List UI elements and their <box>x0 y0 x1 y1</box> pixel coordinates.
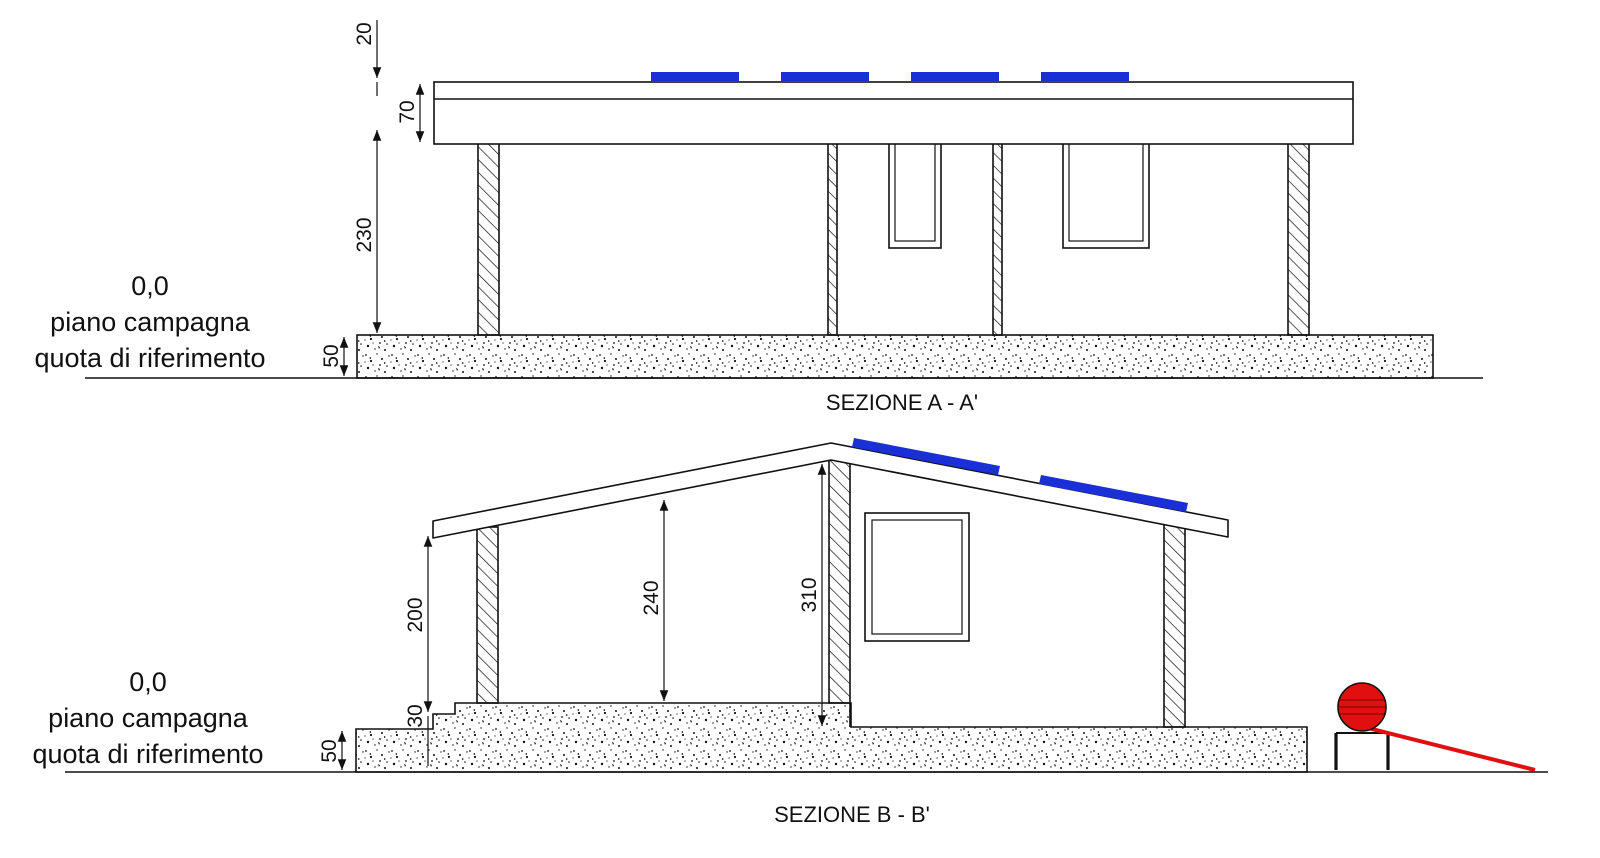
dimension-a-base: 50 <box>320 344 343 367</box>
foundation-slab-a <box>356 334 1434 379</box>
solar-panel-a-3 <box>911 72 999 81</box>
dimension-a-height: 230 <box>353 217 376 252</box>
reference-label-a-1: piano campagna <box>50 307 251 337</box>
section-b-title: SEZIONE B - B' <box>774 802 930 827</box>
wall-a-right <box>1287 134 1310 336</box>
section-a: 20 70 230 50 0,0 piano campagna quota di… <box>34 20 1483 415</box>
solar-panel-a-2 <box>781 72 869 81</box>
dimension-b-eave: 200 <box>404 597 427 632</box>
solar-panel-a-4 <box>1041 72 1129 81</box>
solar-panel-b-1 <box>852 438 1000 475</box>
wall-b-left <box>476 526 499 704</box>
reference-label-b-2: quota di riferimento <box>32 739 263 769</box>
roof-slab-a <box>433 81 1354 145</box>
wall-b-center <box>828 459 851 704</box>
dimension-b-inner: 240 <box>640 580 663 615</box>
wall-a-inner-1 <box>827 134 838 336</box>
wall-a-left <box>477 134 500 336</box>
reference-level-a: 0,0 <box>131 271 169 301</box>
foundation-slab-b <box>355 702 1308 773</box>
wall-b-right <box>1163 521 1186 728</box>
dimension-b-ridge: 310 <box>798 577 821 612</box>
solar-collector-panel <box>1359 724 1536 772</box>
section-a-title: SEZIONE A - A' <box>826 390 978 415</box>
solar-panel-b-2 <box>1039 475 1188 512</box>
reference-level-b: 0,0 <box>129 667 167 697</box>
reference-label-a-2: quota di riferimento <box>34 343 265 373</box>
section-b: 200 240 310 30 50 0,0 piano campagna quo… <box>32 438 1548 827</box>
window-a-1 <box>888 134 942 249</box>
pitched-roof-b <box>432 442 1229 539</box>
window-a-2 <box>1062 134 1150 249</box>
dimension-b-step: 30 <box>404 704 427 727</box>
reference-label-b-1: piano campagna <box>48 703 249 733</box>
solar-water-heater <box>1334 682 1536 772</box>
solar-panel-a-1 <box>651 72 739 81</box>
wall-a-inner-2 <box>992 134 1003 336</box>
dimension-b-base: 50 <box>318 739 341 762</box>
dimension-a-top: 20 <box>353 22 376 45</box>
dimension-a-roof: 70 <box>396 100 419 123</box>
window-b <box>864 512 970 642</box>
